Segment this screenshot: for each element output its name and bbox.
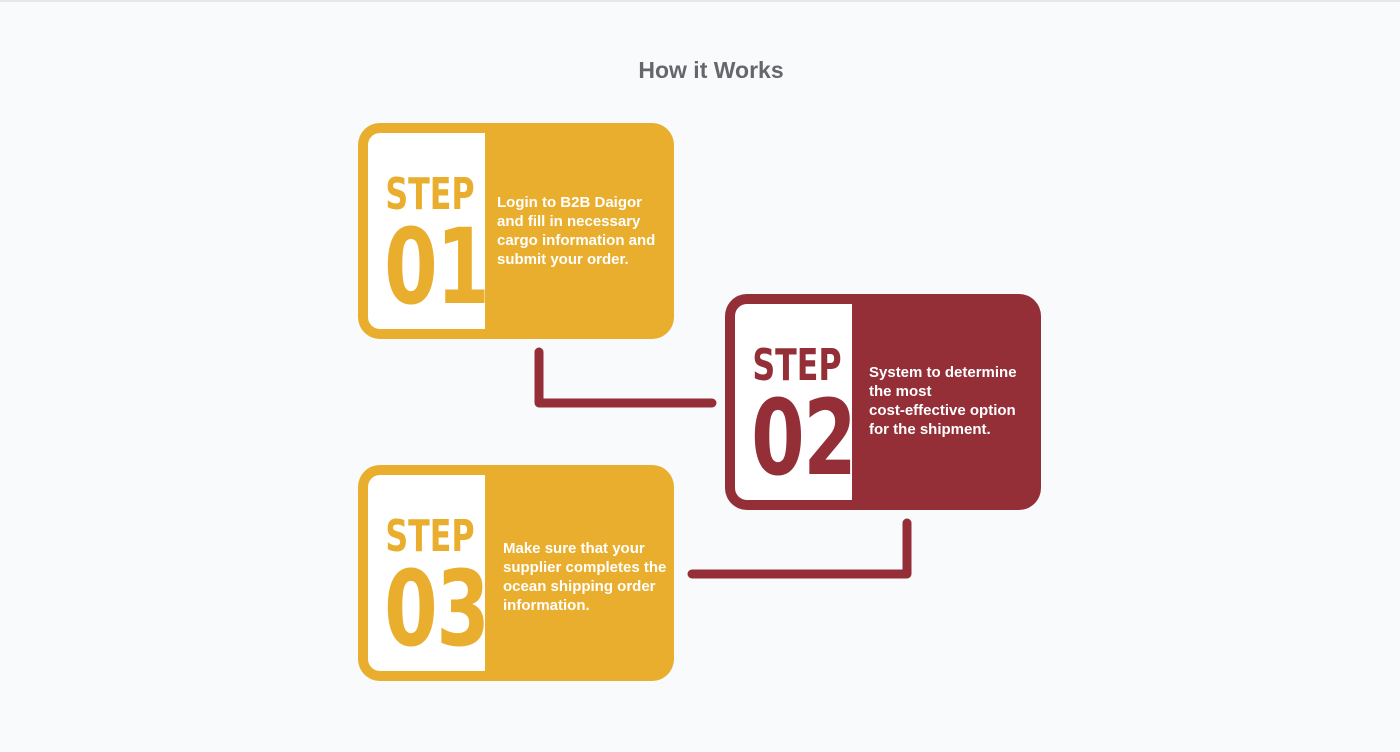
connector-step1-to-step2 (534, 347, 717, 408)
connector-step2-to-step3 (687, 518, 912, 579)
section-title: How it Works (638, 57, 784, 83)
step-number-01: 01 (384, 206, 490, 328)
step-number-03: 03 (384, 548, 490, 670)
step-badge-02: STEP 02 (735, 304, 857, 500)
step-label-02: STEP (752, 340, 842, 391)
step-card-01: STEP 01 Login to B2B Daigor and fill in … (358, 123, 674, 339)
step-label-01: STEP (385, 169, 475, 220)
step-description-01: Login to B2B Daigor and fill in necessar… (497, 194, 656, 268)
step-badge-03: STEP 03 (368, 475, 490, 671)
step-label-03: STEP (385, 511, 475, 562)
step-card-03: STEP 03 Make sure that your supplier com… (358, 465, 674, 681)
step-card-02: STEP 02 System to determine the most cos… (725, 294, 1041, 510)
top-divider (0, 0, 1400, 2)
step-description-02: System to determine the most cost-effect… (869, 364, 1017, 438)
step-description-03: Make sure that your supplier completes t… (503, 540, 667, 614)
step-badge-01: STEP 01 (368, 133, 490, 329)
step-number-02: 02 (751, 377, 857, 499)
